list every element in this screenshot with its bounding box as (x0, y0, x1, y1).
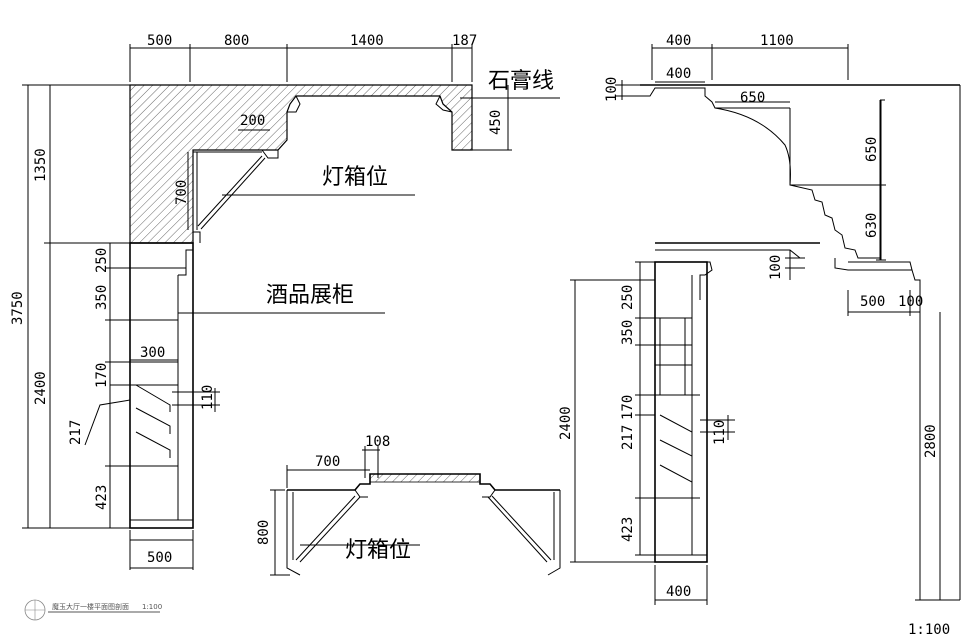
dim-300: 300 (140, 345, 165, 361)
dim-110: 110 (200, 385, 216, 410)
dim-right-100b: 100 (768, 255, 784, 280)
dim-right-100a: 100 (604, 77, 620, 102)
dim-350: 350 (94, 285, 110, 310)
dim-250: 250 (94, 248, 110, 273)
title-block: 魔玉大厅一楼平面图剖面 1:100 (24, 599, 162, 621)
dim-right-650a: 650 (740, 90, 765, 106)
bottom-section (270, 446, 561, 576)
dim-right-650b: 650 (864, 137, 880, 162)
dim-mid-350: 350 (620, 320, 636, 345)
scale-label: 1:100 (908, 622, 950, 638)
lightbox-bottom-label: 灯箱位 (345, 538, 411, 563)
dim-right-400b: 400 (666, 66, 691, 82)
dim-top-500: 500 (147, 33, 172, 49)
dim-right-2800: 2800 (923, 424, 939, 458)
dim-top-800: 800 (224, 33, 249, 49)
dim-bottom-500: 500 (147, 550, 172, 566)
dim-700-vertical: 700 (174, 180, 190, 205)
dim-108: 108 (365, 434, 390, 450)
dim-right-100c: 100 (898, 294, 923, 310)
dimension-text: 500 800 1400 187 200 700 450 1350 3750 2… (10, 33, 939, 600)
labels: 石膏线 灯箱位 酒品展柜 灯箱位 1:100 (266, 69, 950, 638)
dim-mid-400: 400 (666, 584, 691, 600)
dim-800: 800 (256, 520, 272, 545)
dim-1350: 1350 (33, 148, 49, 182)
dim-mid-170: 170 (620, 395, 636, 420)
dim-3750: 3750 (10, 291, 26, 325)
dim-top-1400: 1400 (350, 33, 384, 49)
dim-700-bottom: 700 (315, 454, 340, 470)
hatched-wall (129, 84, 473, 244)
dim-217: 217 (68, 420, 84, 445)
dim-mid-250: 250 (620, 285, 636, 310)
plaster-line-label: 石膏线 (488, 69, 554, 94)
dim-right-400a: 400 (666, 33, 691, 49)
lightbox-top-label: 灯箱位 (322, 165, 388, 190)
title-text: 魔玉大厅一楼平面图剖面 (52, 602, 129, 611)
title-scale: 1:100 (142, 603, 162, 611)
dim-2400: 2400 (33, 371, 49, 405)
dim-top-187: 187 (452, 33, 477, 49)
dim-mid-423: 423 (620, 517, 636, 542)
dim-mid-110: 110 (712, 420, 728, 445)
dim-right-1100: 1100 (760, 33, 794, 49)
wine-cabinet-label: 酒品展柜 (266, 283, 354, 308)
dim-170: 170 (94, 363, 110, 388)
left-section (22, 44, 560, 570)
dim-right-630: 630 (864, 213, 880, 238)
dim-right-500: 500 (860, 294, 885, 310)
dim-450: 450 (488, 110, 504, 135)
dim-200: 200 (240, 113, 265, 129)
dim-mid-217: 217 (620, 425, 636, 450)
dim-423: 423 (94, 485, 110, 510)
dim-mid-2400: 2400 (558, 406, 574, 440)
right-section (570, 44, 961, 605)
